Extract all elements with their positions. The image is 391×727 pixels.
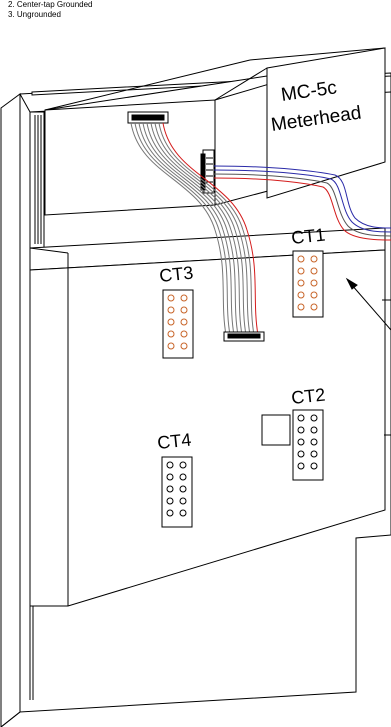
left-flange [29,111,45,249]
ct4-label: CT4 [156,430,192,453]
ct2-terminal-block [261,409,324,481]
ct1-terminal-block [292,250,324,318]
ct3-terminal-block [162,289,194,359]
ct2-label: CT2 [290,385,326,408]
ribbon-cable [127,111,265,342]
ct1-label: CT1 [290,225,326,248]
meterhead-box [44,47,386,216]
callout-arrow [345,277,391,331]
ct4-terminal-block [161,456,193,528]
edge-marks [382,299,391,436]
note-item: 2. Center-tap Grounded [8,0,93,9]
cover-plate [29,227,386,607]
ct3-label: CT3 [158,263,194,286]
notes-list: 2. Center-tap Grounded 3. Ungrounded [8,0,93,19]
side-cable-bundle [213,165,391,241]
note-item: 3. Ungrounded [8,9,61,19]
